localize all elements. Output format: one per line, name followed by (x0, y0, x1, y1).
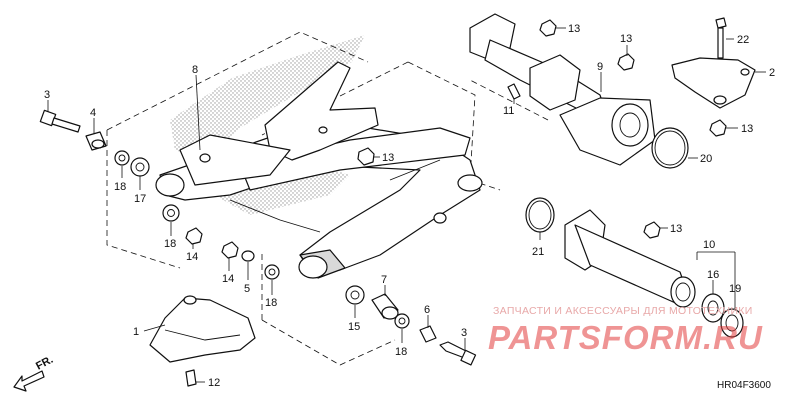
callout-22: 22 (737, 34, 749, 46)
callout-7: 7 (381, 274, 387, 286)
callout-17: 17 (134, 193, 146, 205)
frame-bracket (179, 61, 379, 186)
front-arrow-icon (13, 370, 45, 392)
nut-13-frame (357, 147, 375, 166)
callout-4: 4 (90, 107, 96, 119)
callout-3: 3 (461, 327, 467, 339)
bearing-17 (130, 157, 150, 177)
axle-tube-lower (564, 209, 696, 308)
nut-13-plate (709, 119, 727, 137)
callout-16: 16 (707, 269, 719, 281)
callout-12: 12 (208, 377, 220, 389)
callout-1: 1 (133, 326, 139, 338)
o-ring-20 (651, 127, 689, 169)
callout-18: 18 (395, 346, 407, 358)
washer-5 (241, 250, 255, 262)
bearing-15 (345, 285, 365, 305)
nut-14-mid (221, 241, 239, 259)
collar-6 (419, 325, 437, 343)
callout-19: 19 (729, 283, 741, 295)
callout-8: 8 (192, 64, 198, 76)
callout-14: 14 (222, 273, 234, 285)
watermark-caption: ЗАПЧАСТИ И АКСЕССУАРЫ ДЛЯ МОТОТЕХНИКИ (493, 305, 753, 317)
bearing-18-lower (162, 204, 180, 222)
callout-9: 9 (597, 61, 603, 73)
nut-13-mid (617, 53, 635, 71)
leader-lines (47, 27, 766, 383)
bracket-plate (671, 17, 756, 109)
callout-18: 18 (114, 181, 126, 193)
callout-15: 15 (348, 321, 360, 333)
callout-14: 14 (186, 251, 198, 263)
bearing-18-mid (264, 264, 280, 280)
callout-13: 13 (568, 23, 580, 35)
callout-5: 5 (244, 283, 250, 295)
callout-3: 3 (44, 89, 50, 101)
nut-14-left (185, 227, 203, 245)
skid-plate (149, 295, 256, 387)
callout-13: 13 (620, 33, 632, 45)
pivot-bolt-left (39, 109, 81, 133)
callout-10: 10 (703, 239, 715, 251)
bolt-11 (507, 83, 521, 100)
callout-13: 13 (741, 123, 753, 135)
pivot-bolt-right (439, 341, 477, 366)
callout-21: 21 (532, 246, 544, 258)
axle-housing-upper (469, 13, 656, 166)
collar-7 (371, 293, 399, 320)
callout-20: 20 (700, 153, 712, 165)
callout-18: 18 (164, 238, 176, 250)
callout-13: 13 (670, 223, 682, 235)
watermark-logo: PARTSFORM.RU (488, 319, 763, 356)
callout-13: 13 (382, 152, 394, 164)
nut-13-lower (643, 221, 661, 239)
callout-18: 18 (265, 297, 277, 309)
nut-13-top (539, 19, 557, 37)
bearing-18-left (114, 150, 130, 166)
seal-19 (720, 308, 744, 338)
callout-labels: 3 4 8 18 17 18 14 14 5 18 15 7 18 6 3 1 … (44, 23, 775, 389)
o-ring-21 (525, 197, 555, 233)
collar-4 (85, 131, 107, 151)
diagram-code: HR04F3600 (717, 380, 771, 391)
callout-6: 6 (424, 304, 430, 316)
callout-2: 2 (769, 67, 775, 79)
callout-11: 11 (503, 105, 514, 117)
bearing-18-right (394, 313, 410, 329)
